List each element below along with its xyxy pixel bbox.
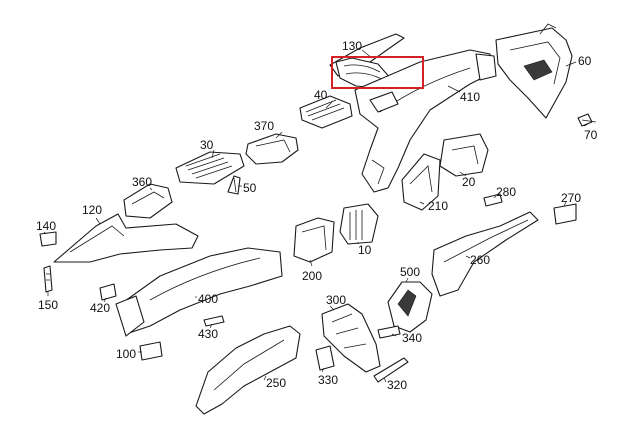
label-280: 280 bbox=[496, 185, 516, 199]
part-100[interactable] bbox=[139, 341, 163, 361]
part-150[interactable] bbox=[43, 265, 53, 293]
label-260: 260 bbox=[470, 253, 490, 267]
label-360: 360 bbox=[132, 175, 152, 189]
part-20[interactable] bbox=[439, 133, 489, 177]
label-500: 500 bbox=[400, 265, 420, 279]
label-420: 420 bbox=[90, 301, 110, 315]
label-270: 270 bbox=[561, 191, 581, 205]
label-50: 50 bbox=[243, 181, 257, 195]
part-370[interactable] bbox=[245, 133, 299, 165]
label-130: 130 bbox=[342, 39, 362, 53]
leader-lines bbox=[43, 49, 589, 383]
label-120: 120 bbox=[82, 203, 102, 217]
part-30[interactable] bbox=[175, 151, 245, 185]
part-500[interactable] bbox=[387, 281, 433, 333]
label-150: 150 bbox=[38, 298, 58, 312]
part-300[interactable] bbox=[321, 303, 381, 373]
part-140[interactable] bbox=[39, 231, 57, 247]
part-number-labels: 130 60 410 40 70 370 30 20 360 50 280 27… bbox=[36, 39, 598, 392]
label-370: 370 bbox=[254, 119, 274, 133]
part-40[interactable] bbox=[299, 95, 353, 129]
label-400: 400 bbox=[198, 292, 218, 306]
part-200[interactable] bbox=[293, 217, 335, 263]
part-70[interactable] bbox=[577, 113, 597, 127]
label-340: 340 bbox=[402, 331, 422, 345]
part-250[interactable] bbox=[195, 325, 301, 415]
part-120[interactable] bbox=[53, 213, 199, 263]
part-320[interactable] bbox=[373, 357, 409, 383]
label-320: 320 bbox=[387, 378, 407, 392]
label-140: 140 bbox=[36, 219, 56, 233]
label-410: 410 bbox=[460, 90, 480, 104]
part-410[interactable] bbox=[354, 49, 497, 193]
label-60: 60 bbox=[578, 54, 592, 68]
highlight-box bbox=[331, 56, 424, 89]
part-60[interactable] bbox=[495, 23, 573, 119]
part-400[interactable] bbox=[115, 247, 283, 337]
part-420[interactable] bbox=[99, 283, 117, 301]
part-360[interactable] bbox=[123, 183, 173, 219]
label-430: 430 bbox=[198, 327, 218, 341]
part-270[interactable] bbox=[553, 203, 577, 225]
part-280[interactable] bbox=[483, 193, 503, 207]
label-30: 30 bbox=[200, 138, 214, 152]
label-330: 330 bbox=[318, 373, 338, 387]
part-340[interactable] bbox=[377, 325, 401, 339]
part-10[interactable] bbox=[339, 203, 379, 245]
label-250: 250 bbox=[266, 376, 286, 390]
part-430[interactable] bbox=[203, 315, 225, 327]
part-260[interactable] bbox=[431, 211, 539, 297]
label-210: 210 bbox=[428, 199, 448, 213]
label-100: 100 bbox=[116, 347, 136, 361]
label-300: 300 bbox=[326, 293, 346, 307]
part-50[interactable] bbox=[227, 175, 241, 195]
label-10: 10 bbox=[358, 243, 372, 257]
label-70: 70 bbox=[584, 128, 598, 142]
label-20: 20 bbox=[462, 175, 476, 189]
label-40: 40 bbox=[314, 88, 328, 102]
part-210[interactable] bbox=[401, 153, 441, 211]
label-200: 200 bbox=[302, 269, 322, 283]
part-330[interactable] bbox=[315, 345, 335, 371]
